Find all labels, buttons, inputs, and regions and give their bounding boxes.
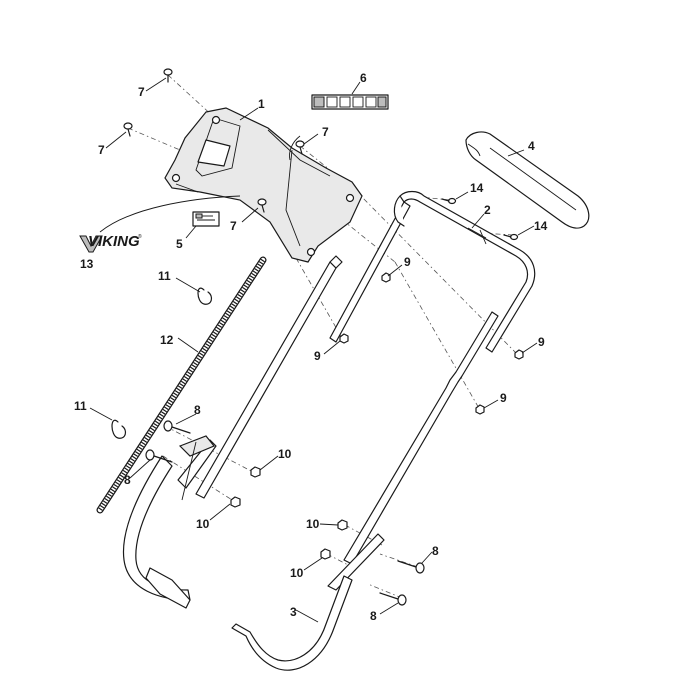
part-1-handle-console <box>164 107 363 263</box>
nut <box>514 349 524 360</box>
part-8-bolts <box>145 420 425 606</box>
part-13-brand-logo: VIKING ® <box>79 233 142 253</box>
callout-9-left: 9 <box>314 349 321 363</box>
callout-10-lower-left: 10 <box>196 517 210 531</box>
part-4-handle-grip <box>465 131 590 229</box>
brand-registered-mark: ® <box>138 233 142 240</box>
leader-lines <box>89 77 538 623</box>
nut <box>381 272 391 283</box>
callout-7-center: 7 <box>230 219 237 233</box>
callout-7-left: 7 <box>98 143 105 157</box>
nut <box>320 548 331 560</box>
callout-2: 2 <box>484 203 491 217</box>
callout-8-lower-right: 8 <box>370 609 377 623</box>
bolt <box>163 420 191 434</box>
callout-9-lower: 9 <box>500 391 507 405</box>
callout-9-right: 9 <box>538 335 545 349</box>
part-11-clips <box>111 287 213 439</box>
callout-11-top: 11 <box>158 269 171 283</box>
callout-12: 12 <box>160 333 174 347</box>
callout-labels: 1 2 3 4 5 6 7 7 7 7 8 8 8 8 9 9 9 9 10 1… <box>74 71 548 623</box>
part-10-nuts <box>230 466 348 560</box>
screw <box>163 68 173 83</box>
callout-9-top: 9 <box>404 255 411 269</box>
callout-8-upper-left: 8 <box>194 403 201 417</box>
nut <box>230 496 241 508</box>
callout-8-upper-right: 8 <box>432 544 439 558</box>
brand-logo-text: VIKING <box>88 233 140 250</box>
nut <box>339 333 349 344</box>
bolt <box>397 560 425 574</box>
part-14-screws <box>441 197 519 241</box>
part-3-lower-handle <box>122 255 499 671</box>
callout-10-upper-right: 10 <box>306 517 320 531</box>
nut <box>337 519 348 531</box>
callout-11-bottom: 11 <box>74 399 87 413</box>
callout-10-upper-left: 10 <box>278 447 292 461</box>
callout-1: 1 <box>258 97 265 111</box>
callout-10-lower-right: 10 <box>290 566 304 580</box>
callout-8-lower-left: 8 <box>124 473 131 487</box>
screw <box>503 233 519 241</box>
bolt <box>379 592 407 606</box>
part-5-label <box>192 211 220 227</box>
part-9-nuts <box>339 272 524 415</box>
callout-13: 13 <box>80 257 94 271</box>
nut <box>475 404 485 415</box>
callout-4: 4 <box>528 139 535 153</box>
callout-7-top: 7 <box>138 85 145 99</box>
part-6-warning-decal <box>311 94 389 110</box>
screw <box>123 122 133 137</box>
callout-14-right: 14 <box>534 219 548 233</box>
screw <box>257 198 267 213</box>
callout-3: 3 <box>290 605 297 619</box>
callout-7-decal: 7 <box>322 125 329 139</box>
screw <box>441 197 457 205</box>
part-7-screws <box>123 68 305 213</box>
bolt <box>145 449 173 463</box>
part-12-threaded-rod <box>96 256 267 514</box>
nut <box>250 466 261 478</box>
part-2-upper-handle <box>329 190 536 353</box>
callout-6: 6 <box>360 71 367 85</box>
callout-14-left: 14 <box>470 181 484 195</box>
callout-5: 5 <box>176 237 183 251</box>
